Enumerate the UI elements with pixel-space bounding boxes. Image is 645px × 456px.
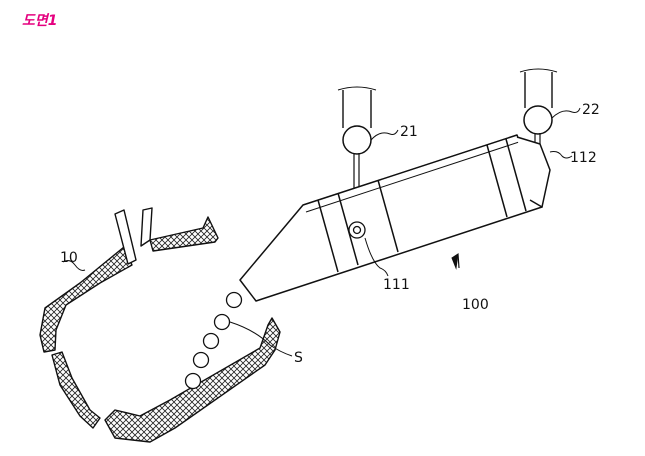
label-22: 22 [582,102,600,118]
leader-lines [62,107,581,357]
inner-part-111 [348,221,366,239]
support-rod-right [519,68,558,108]
support-rod-left [337,86,377,128]
label-21: 21 [400,124,418,140]
pulley-22 [523,105,553,135]
pulley-21 [342,125,372,155]
label-111: 111 [383,277,410,293]
label-100: 100 [462,297,489,313]
body-100 [239,134,551,302]
label-112: 112 [570,150,597,166]
mold-10 [39,207,281,443]
label-s: S [294,350,303,366]
arrow-100 [451,252,460,270]
label-10: 10 [60,250,78,266]
figure-title: 도면1 [22,13,58,29]
spheres-s [184,291,243,390]
